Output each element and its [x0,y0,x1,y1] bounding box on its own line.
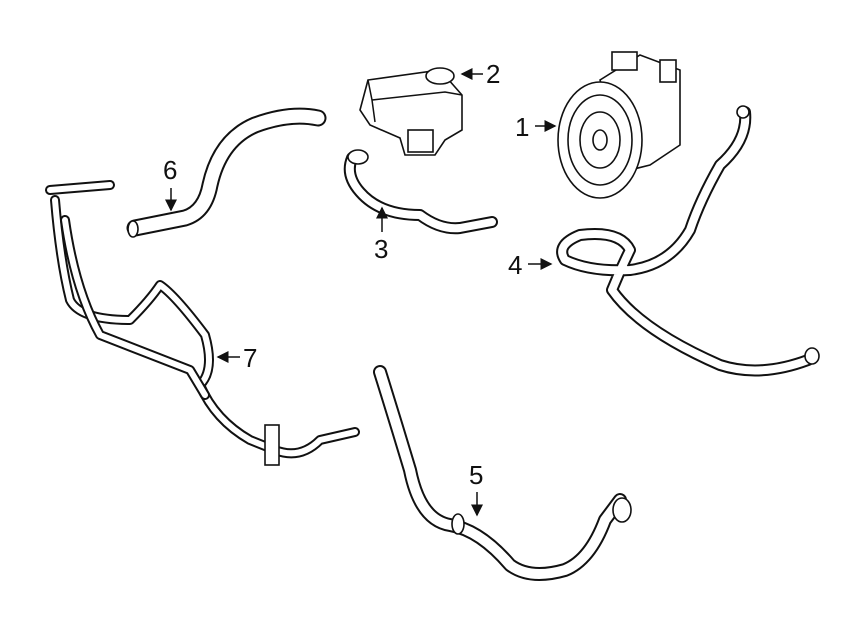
callout-2: 2 [486,59,501,89]
callout-4: 4 [508,250,523,280]
pressure-hose [556,105,820,377]
pressure-line [373,365,632,581]
cooler-line [45,180,360,466]
callout-1: 1 [515,112,530,142]
return-hose [343,149,498,235]
suction-hose [126,107,327,238]
callout-5: 5 [469,460,484,490]
callout-6: 6 [163,155,178,185]
reservoir [359,67,463,156]
callout-3: 3 [374,234,389,264]
callout-7: 7 [243,343,258,373]
power-steering-pump [557,51,681,199]
